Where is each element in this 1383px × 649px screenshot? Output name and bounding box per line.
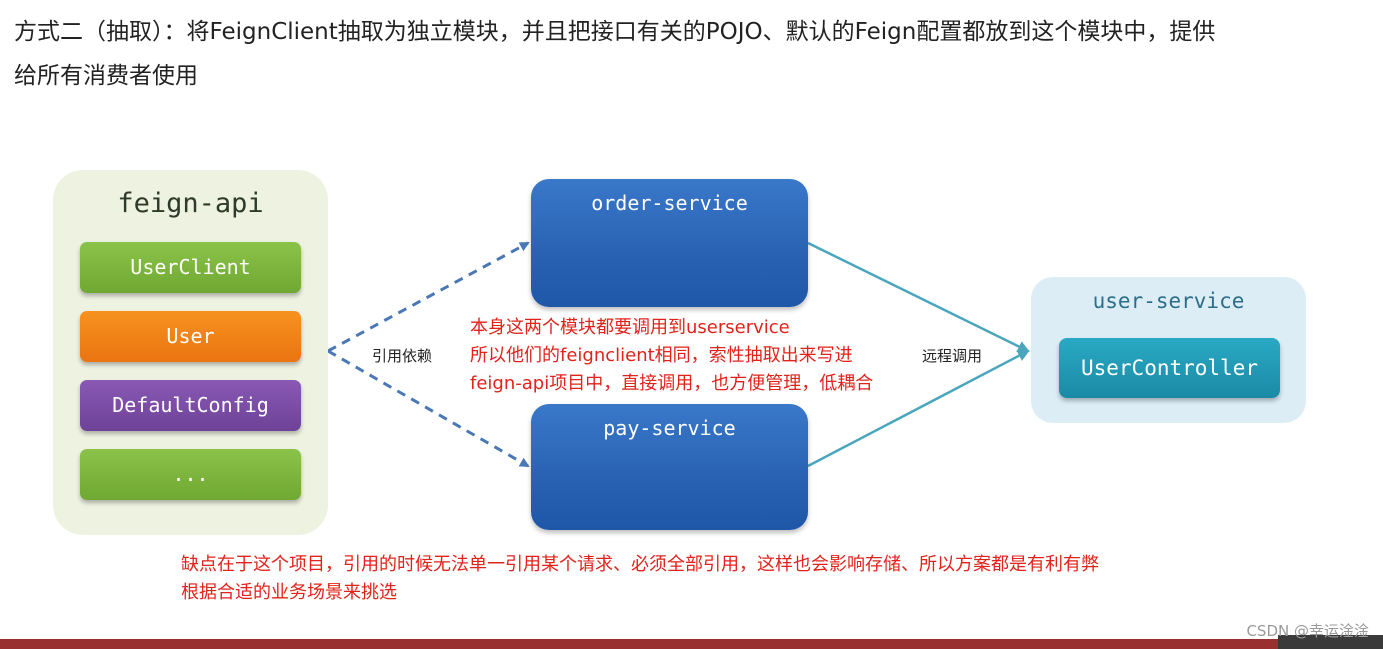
feign-api-item-more: ... <box>80 449 301 500</box>
heading-line-1: 方式二（抽取）：将FeignClient抽取为独立模块，并且把接口有关的POJO… <box>14 19 1216 45</box>
page-heading: 方式二（抽取）：将FeignClient抽取为独立模块，并且把接口有关的POJO… <box>14 10 1364 98</box>
dependency-label: 引用依赖 <box>372 347 433 365</box>
dependency-arrow-pay <box>327 349 530 468</box>
heading-line-2: 给所有消费者使用 <box>14 63 198 89</box>
bottom-annotation-line-1: 缺点在于这个项目，引用的时候无法单一引用某个请求、必须全部引用，这样也会影响存储… <box>181 554 1099 575</box>
pay-service-box: pay-service <box>531 404 808 530</box>
bottom-corner-tab <box>1278 635 1383 649</box>
remote-call-arrow-pay <box>807 349 1030 468</box>
bottom-annotation: 缺点在于这个项目，引用的时候无法单一引用某个请求、必须全部引用，这样也会影响存储… <box>181 551 1099 607</box>
remote-call-arrow-order <box>807 241 1030 353</box>
feign-api-item-userclient: UserClient <box>80 242 301 293</box>
user-controller-box: UserController <box>1059 338 1280 398</box>
middle-annotation: 本身这两个模块都要调用到userservice 所以他们的feignclient… <box>470 314 873 398</box>
order-service-box: order-service <box>531 179 808 307</box>
middle-annotation-line-2: 所以他们的feignclient相同，索性抽取出来写进 <box>470 345 853 366</box>
pay-service-title: pay-service <box>603 416 736 440</box>
order-service-title: order-service <box>591 191 748 215</box>
feign-api-title: feign-api <box>117 188 264 219</box>
dependency-arrow-order <box>327 241 530 353</box>
feign-api-item-defaultconfig: DefaultConfig <box>80 380 301 431</box>
remote-call-label: 远程调用 <box>922 347 983 365</box>
user-service-title: user-service <box>1092 289 1245 313</box>
csdn-watermark: CSDN @幸运淦淦 <box>1246 622 1369 640</box>
feign-api-item-user: User <box>80 311 301 362</box>
bottom-annotation-line-2: 根据合适的业务场景来挑选 <box>181 582 397 603</box>
bottom-bar <box>0 639 1383 649</box>
middle-annotation-line-3: feign-api项目中，直接调用，也方便管理，低耦合 <box>470 373 874 394</box>
middle-annotation-line-1: 本身这两个模块都要调用到userservice <box>470 317 790 338</box>
